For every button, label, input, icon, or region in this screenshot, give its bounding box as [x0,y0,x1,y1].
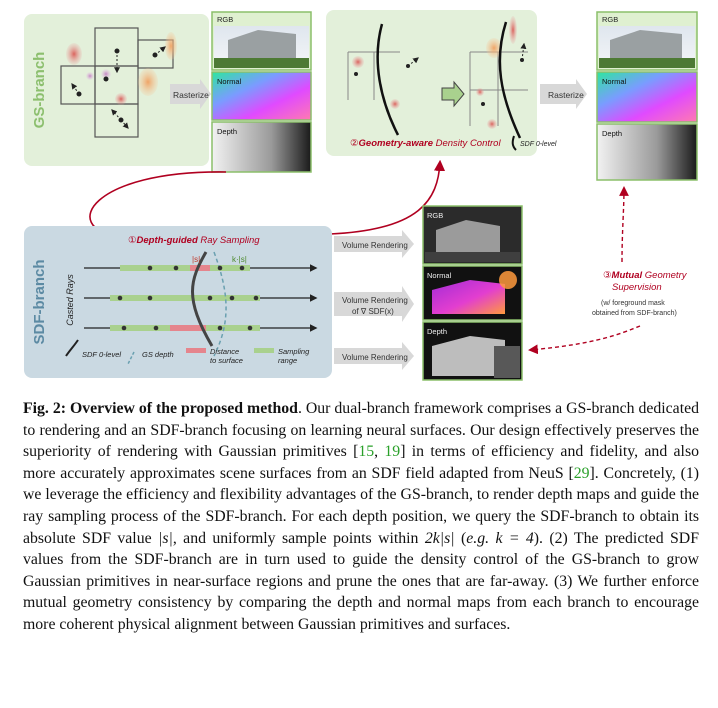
sdf0-level-icon-top [511,135,517,151]
math-2k-abs-s: 2k|s| [424,529,455,547]
method-overview-figure: GS-branch Rasterize RGB Normal [24,10,698,381]
caption-fig-label: Fig. 2: Overview of the proposed method [23,400,298,417]
caption-p5: ( [454,529,467,547]
legend-sampling-2: range [278,356,297,365]
caption-p3: ]. Concretely, (1) we leverage the effic… [23,464,699,547]
caption-p7: ). (2) The predicted SDF values from the… [23,529,699,633]
citation-19[interactable]: 19 [384,443,401,461]
mutual-supervision-arrow-up [619,186,629,263]
sdf-output-maps: RGB Normal Depth [422,205,523,381]
caption-p4: , and uniformly sample points within [172,529,425,547]
gs-output-maps: RGB Normal Depth [211,11,312,173]
caption-p1: . Our dual-branch framework comprises a … [23,400,699,461]
legend-distance-2: to surface [210,356,243,365]
sdf-branch-panel [24,226,332,378]
volume-rendering-label-2a: Volume Rendering [342,296,408,305]
casted-rays-label: Casted Rays [65,274,75,326]
panel-depth-2-label: Depth [602,129,622,138]
density-after [469,16,528,139]
legend-sampling-1: Sampling [278,347,310,356]
legend-sdf0: SDF 0-level [82,350,121,359]
panel-normal-1-label: Normal [217,77,242,86]
panel-depth-1-label: Depth [217,127,237,136]
density-before [347,23,419,136]
panel-rgb-2-label: RGB [602,15,618,24]
geometry-aware-arrow [329,159,446,235]
mutual-supervision-arrow-down [528,325,641,355]
rasterize-arrow-2 [540,79,587,109]
legend-distance-1: Distance [210,347,239,356]
math-abs-s: |s| [158,529,173,547]
rasterize-label-1: Rasterize [173,90,209,100]
volume-rendering-label-3: Volume Rendering [342,353,408,362]
step3-title: ③Mutual Geometry [603,270,688,281]
volume-rendering-arrow-3 [334,342,414,370]
sdf-legend: SDF 0-level GS depth Distance to surface… [65,339,310,365]
volume-rendering-label-1: Volume Rendering [342,241,408,250]
panel-normal-3-label: Normal [427,271,452,280]
rasterize-label-2: Rasterize [548,90,584,100]
panel-normal-2-label: Normal [602,77,627,86]
legend-gs-depth: GS depth [142,350,174,359]
citation-29[interactable]: 29 [573,464,590,482]
volume-rendering-label-2b: of ∇ SDF(x) [352,307,394,316]
panel-rgb-1-label: RGB [217,15,233,24]
gs-quadtree [60,27,174,138]
step1-title: ①Depth-guided Ray Sampling [128,235,260,246]
gs-gaussian-blobs [66,32,177,105]
figure-caption: Fig. 2: Overview of the proposed method.… [23,398,699,636]
panel-rgb-3-label: RGB [427,211,443,220]
abs-s-label: |s| [192,255,200,264]
ray-diagram: |s| k·|s| [84,251,318,357]
density-control-panel [326,10,537,156]
step3-note2: obtained from SDF-branch) [592,310,677,317]
sdf-branch-label: SDF-branch [31,259,48,344]
panel-depth-3-label: Depth [427,327,447,336]
step2-title: ②Geometry-aware Density Control [350,138,501,149]
step3-note1: (w/ foreground mask [601,300,665,307]
sdf0-label-top: SDF 0-level [520,141,557,148]
citation-15[interactable]: 15 [358,443,375,461]
gs-branch-label: GS-branch [31,52,48,129]
density-arrow [441,80,465,108]
gs-sample-points [71,46,166,129]
caption-p2: ] in terms of efficiency and fidelity, a… [23,443,699,482]
step3-line2: Supervision [612,282,662,293]
rasterize-arrow-1 [170,79,211,109]
k-abs-s-label: k·|s| [232,255,247,264]
volume-rendering-arrow-1 [334,230,414,258]
caption-sep1: , [374,443,385,461]
math-k-equals-4: k = 4 [495,529,534,547]
volume-rendering-arrow-2 [334,286,414,322]
refined-output-maps: RGB Normal Depth [596,11,698,181]
caption-eg: e.g. [466,529,490,547]
